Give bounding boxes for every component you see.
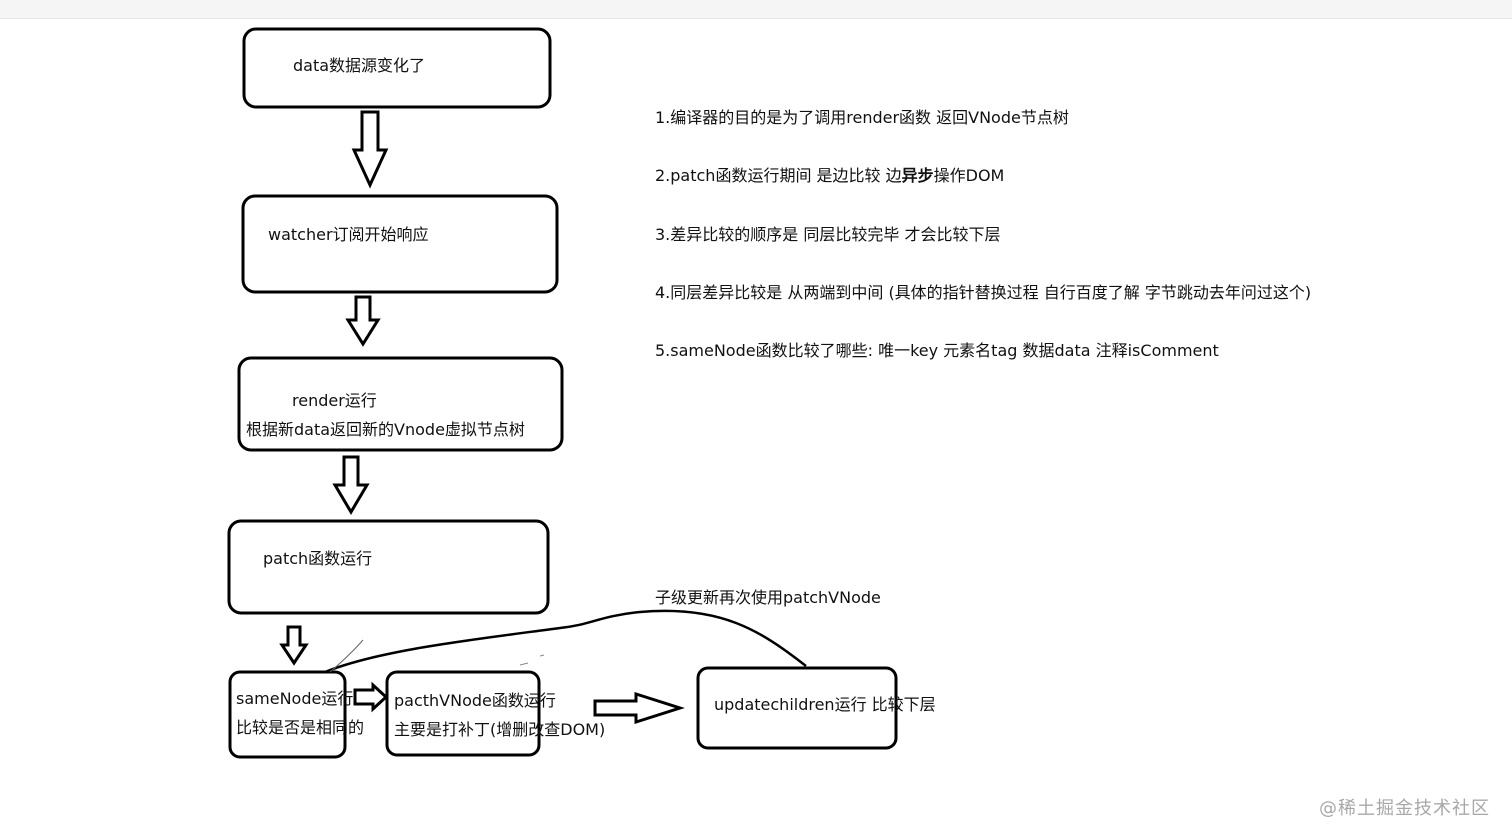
note-1: 1.编译器的目的是为了调用render函数 返回VNode节点树: [655, 108, 1069, 127]
right-arrow-1: [353, 681, 389, 713]
note-2-bold: 异步: [901, 166, 934, 185]
note-5: 5.sameNode函数比较了哪些: 唯一key 元素名tag 数据data 注…: [655, 341, 1219, 360]
pen-stroke-2: [519, 662, 529, 666]
box-samenode: [228, 670, 347, 759]
box-updatechildren: [696, 666, 898, 750]
box-render: [237, 356, 564, 452]
box-updatechildren-text: updatechildren运行 比较下层: [714, 695, 936, 714]
note-4: 4.同层差异比较是 从两端到中间 (具体的指针替换过程 自行百度了解 字节跳动去…: [655, 283, 1312, 302]
box-render-desc: 根据新data返回新的Vnode虚拟节点树: [246, 420, 525, 439]
curve-label: 子级更新再次使用patchVNode: [655, 588, 881, 607]
note-2-post: 操作DOM: [933, 166, 1005, 185]
box-patch: [227, 519, 550, 615]
down-arrow-3: [332, 455, 370, 515]
box-samenode-title: sameNode运行: [236, 689, 354, 708]
note-2-pre: 2.patch函数运行期间 是边比较 边: [655, 166, 902, 185]
note-3: 3.差异比较的顺序是 同层比较完毕 才会比较下层: [655, 225, 1001, 244]
box-patchvnode-title: pacthVNode函数运行: [394, 691, 556, 710]
box-patchvnode-desc: 主要是打补丁(增删改查DOM): [394, 720, 606, 739]
note-2: 2.patch函数运行期间 是边比较 边异步操作DOM: [655, 166, 1004, 186]
box-watcher-text: watcher订阅开始响应: [268, 225, 429, 244]
pen-stroke-1: [329, 639, 364, 673]
feedback-curve: [324, 609, 807, 674]
box-patch-text: patch函数运行: [263, 549, 373, 568]
down-arrow-1: [351, 110, 389, 189]
box-data-change-text: data数据源变化了: [293, 56, 426, 75]
box-render-title: render运行: [292, 391, 377, 410]
box-watcher: [241, 194, 559, 294]
box-data-change: [242, 27, 552, 109]
watermark: @稀土掘金技术社区: [1319, 798, 1490, 819]
box-samenode-desc: 比较是否是相同的: [236, 718, 365, 737]
box-patchvnode: [385, 670, 541, 757]
pen-stroke-3: [539, 654, 545, 657]
down-arrow-2: [345, 295, 381, 347]
right-arrow-2: [593, 691, 685, 725]
down-arrow-4: [279, 625, 309, 666]
top-bar: [0, 0, 1512, 19]
